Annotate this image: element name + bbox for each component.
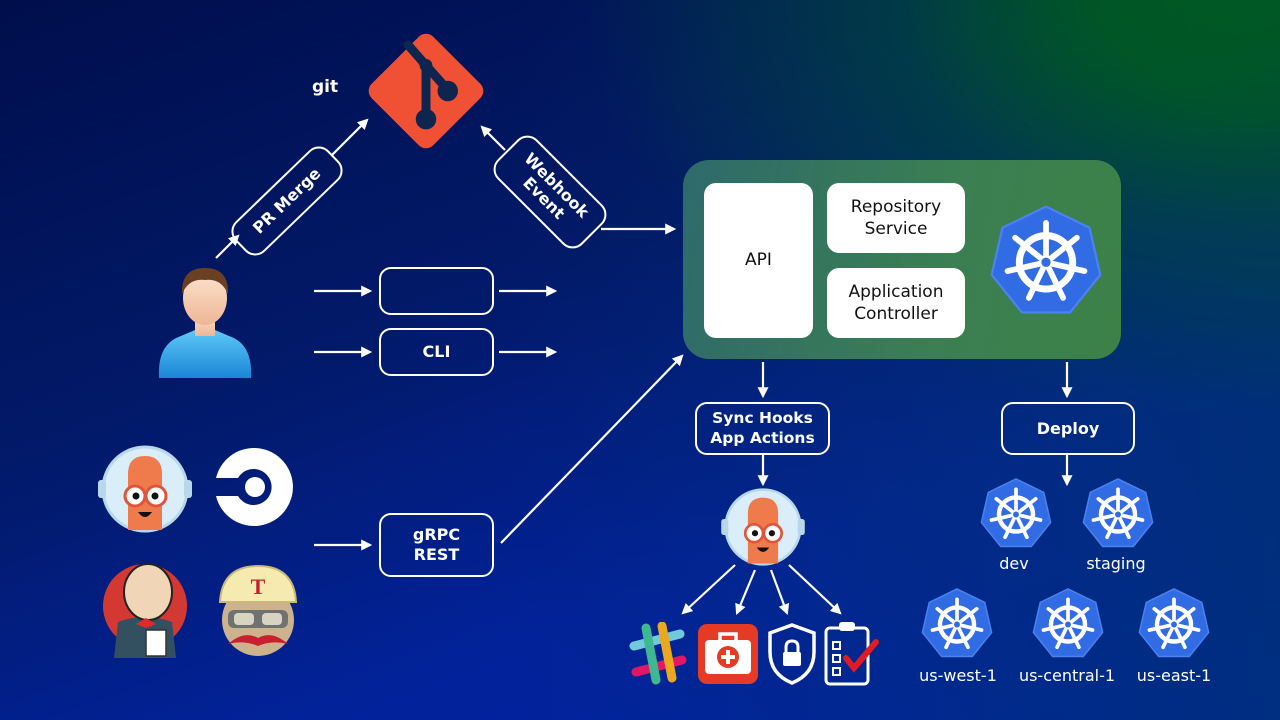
arrow-prmerge-to-git [331,118,369,156]
cluster-label-us-east-1: us-east-1 [1136,666,1212,685]
checklist-icon [824,622,879,686]
kubernetes-cluster-icon [1138,588,1210,658]
user-avatar-icon [158,268,252,378]
cluster-label-staging: staging [1086,554,1146,573]
health-check-icon [698,624,758,684]
kubernetes-cluster-icon [1082,478,1154,548]
travis-ci-icon: T [218,564,298,656]
arrow-argo-to-slack [681,564,736,615]
cluster-label-us-west-1: us-west-1 [919,666,997,685]
grpc-rest-box: gRPC REST [379,513,494,577]
cluster-label-dev: dev [999,554,1029,573]
git-label: git [312,77,339,97]
slack-icon [629,622,687,685]
kubernetes-icon [990,205,1102,314]
git-logo-icon [368,33,484,149]
arrow-argo-to-shield [769,569,790,616]
kubernetes-cluster-icon [921,588,993,658]
arrow-grpc-to-panel [500,354,684,544]
cli-box: CLI [379,328,494,376]
svg-text:T: T [251,574,266,599]
kubernetes-cluster-icon [980,478,1052,548]
kubernetes-cluster-icon [1032,588,1104,658]
deploy-box: Deploy [1001,402,1135,455]
circleci-icon [216,447,293,526]
ui-box [379,267,494,315]
argocd-control-plane-panel: API Repository Service Application Contr… [683,160,1121,359]
argo-mascot-icon [98,445,192,533]
sync-hooks-box: Sync Hooks App Actions [695,402,830,455]
jenkins-icon [103,563,187,658]
argo-mascot-icon [721,488,805,566]
cluster-label-us-central-1: us-central-1 [1018,666,1116,685]
repository-service-box: Repository Service [827,183,965,253]
api-box: API [704,183,813,338]
application-controller-box: Application Controller [827,268,965,338]
arrow-argo-to-aid [735,569,757,616]
arrow-argo-to-checklist [788,564,842,615]
arrow-user-to-prmerge [215,234,240,259]
arrow-webhook-to-git [480,125,506,151]
security-shield-icon [768,623,816,685]
